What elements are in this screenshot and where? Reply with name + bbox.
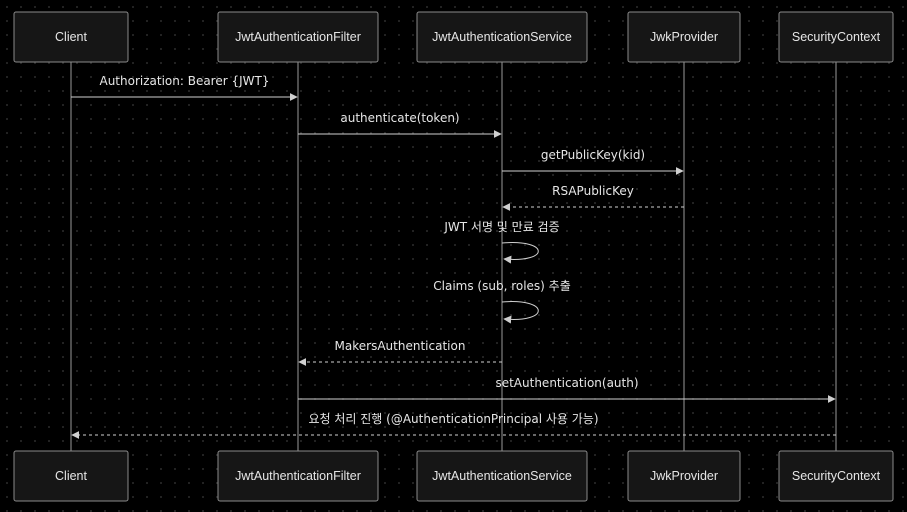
message-7: MakersAuthentication [298,339,502,366]
participant-label: Client [55,30,87,44]
participant-filter-top[interactable]: JwtAuthenticationFilter [217,11,379,63]
participant-label: SecurityContext [792,469,881,483]
participant-box [778,450,894,502]
participant-box [217,11,379,63]
participant-box [13,450,129,502]
participant-client-bottom[interactable]: Client [13,450,129,502]
message-label: Authorization: Bearer {JWT} [99,74,269,88]
participant-label: SecurityContext [792,30,881,44]
participant-context-bottom[interactable]: SecurityContext [778,450,894,502]
participant-box [778,11,894,63]
message-5: JWT 서명 및 만료 검증 [443,220,560,264]
participant-label: JwtAuthenticationFilter [235,30,361,44]
participant-label: JwtAuthenticationFilter [235,469,361,483]
participant-label: JwtAuthenticationService [432,30,572,44]
message-8: setAuthentication(auth) [298,376,836,403]
participant-jwk-bottom[interactable]: JwkProvider [627,450,741,502]
message-3: getPublicKey(kid) [502,148,684,175]
participant-box [13,11,129,63]
message-label: 요청 처리 진행 (@AuthenticationPrincipal 사용 가능… [308,411,598,426]
message-label: RSAPublicKey [552,184,634,198]
message-2: authenticate(token) [298,111,502,138]
participant-jwk-top[interactable]: JwkProvider [627,11,741,63]
message-label: authenticate(token) [340,111,459,125]
participant-label: JwkProvider [650,469,718,483]
participant-context-top[interactable]: SecurityContext [778,11,894,63]
participant-service-bottom[interactable]: JwtAuthenticationService [416,450,588,502]
message-9: 요청 처리 진행 (@AuthenticationPrincipal 사용 가능… [71,411,836,439]
message-label: Claims (sub, roles) 추출 [433,279,571,293]
self-message-arrow [501,242,539,264]
participant-service-top[interactable]: JwtAuthenticationService [416,11,588,63]
participant-box [416,450,588,502]
message-6: Claims (sub, roles) 추출 [433,279,571,324]
message-label: JWT 서명 및 만료 검증 [443,220,559,234]
message-4: RSAPublicKey [502,184,684,211]
participant-client-top[interactable]: Client [13,11,129,63]
participant-label: Client [55,469,87,483]
message-label: MakersAuthentication [335,339,466,353]
participant-box [627,450,741,502]
self-message-arrow [501,301,539,324]
message-label: setAuthentication(auth) [495,376,638,390]
message-label: getPublicKey(kid) [541,148,645,162]
participant-box [217,450,379,502]
participant-filter-bottom[interactable]: JwtAuthenticationFilter [217,450,379,502]
participant-label: JwtAuthenticationService [432,469,572,483]
participant-label: JwkProvider [650,30,718,44]
participant-box [627,11,741,63]
participant-box [416,11,588,63]
message-1: Authorization: Bearer {JWT} [71,74,298,101]
